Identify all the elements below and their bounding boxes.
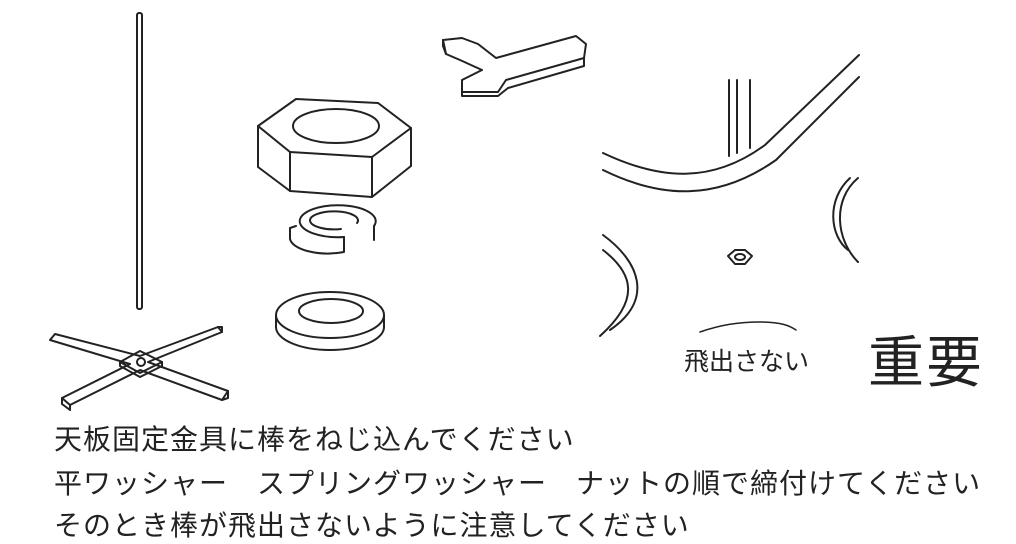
spanner-wrench: [442, 35, 587, 97]
do-not-protrude-label: 飛出さない: [684, 347, 810, 376]
instruction-line-2: 平ワッシャー スプリングワッシャー ナットの順で締付けてください: [54, 467, 982, 500]
table-frame-detail: [599, 54, 860, 337]
flat-washer: [275, 291, 385, 351]
important-label: 重要: [868, 331, 984, 396]
threaded-rod: [136, 12, 143, 310]
spring-washer: [289, 204, 377, 255]
hex-nut: [257, 98, 412, 198]
instruction-line-3: そのとき棒が飛出さないように注意してください: [54, 509, 690, 542]
cross-bracket: [49, 326, 229, 411]
instruction-line-1: 天板固定金具に棒をねじ込んでください: [54, 423, 575, 456]
